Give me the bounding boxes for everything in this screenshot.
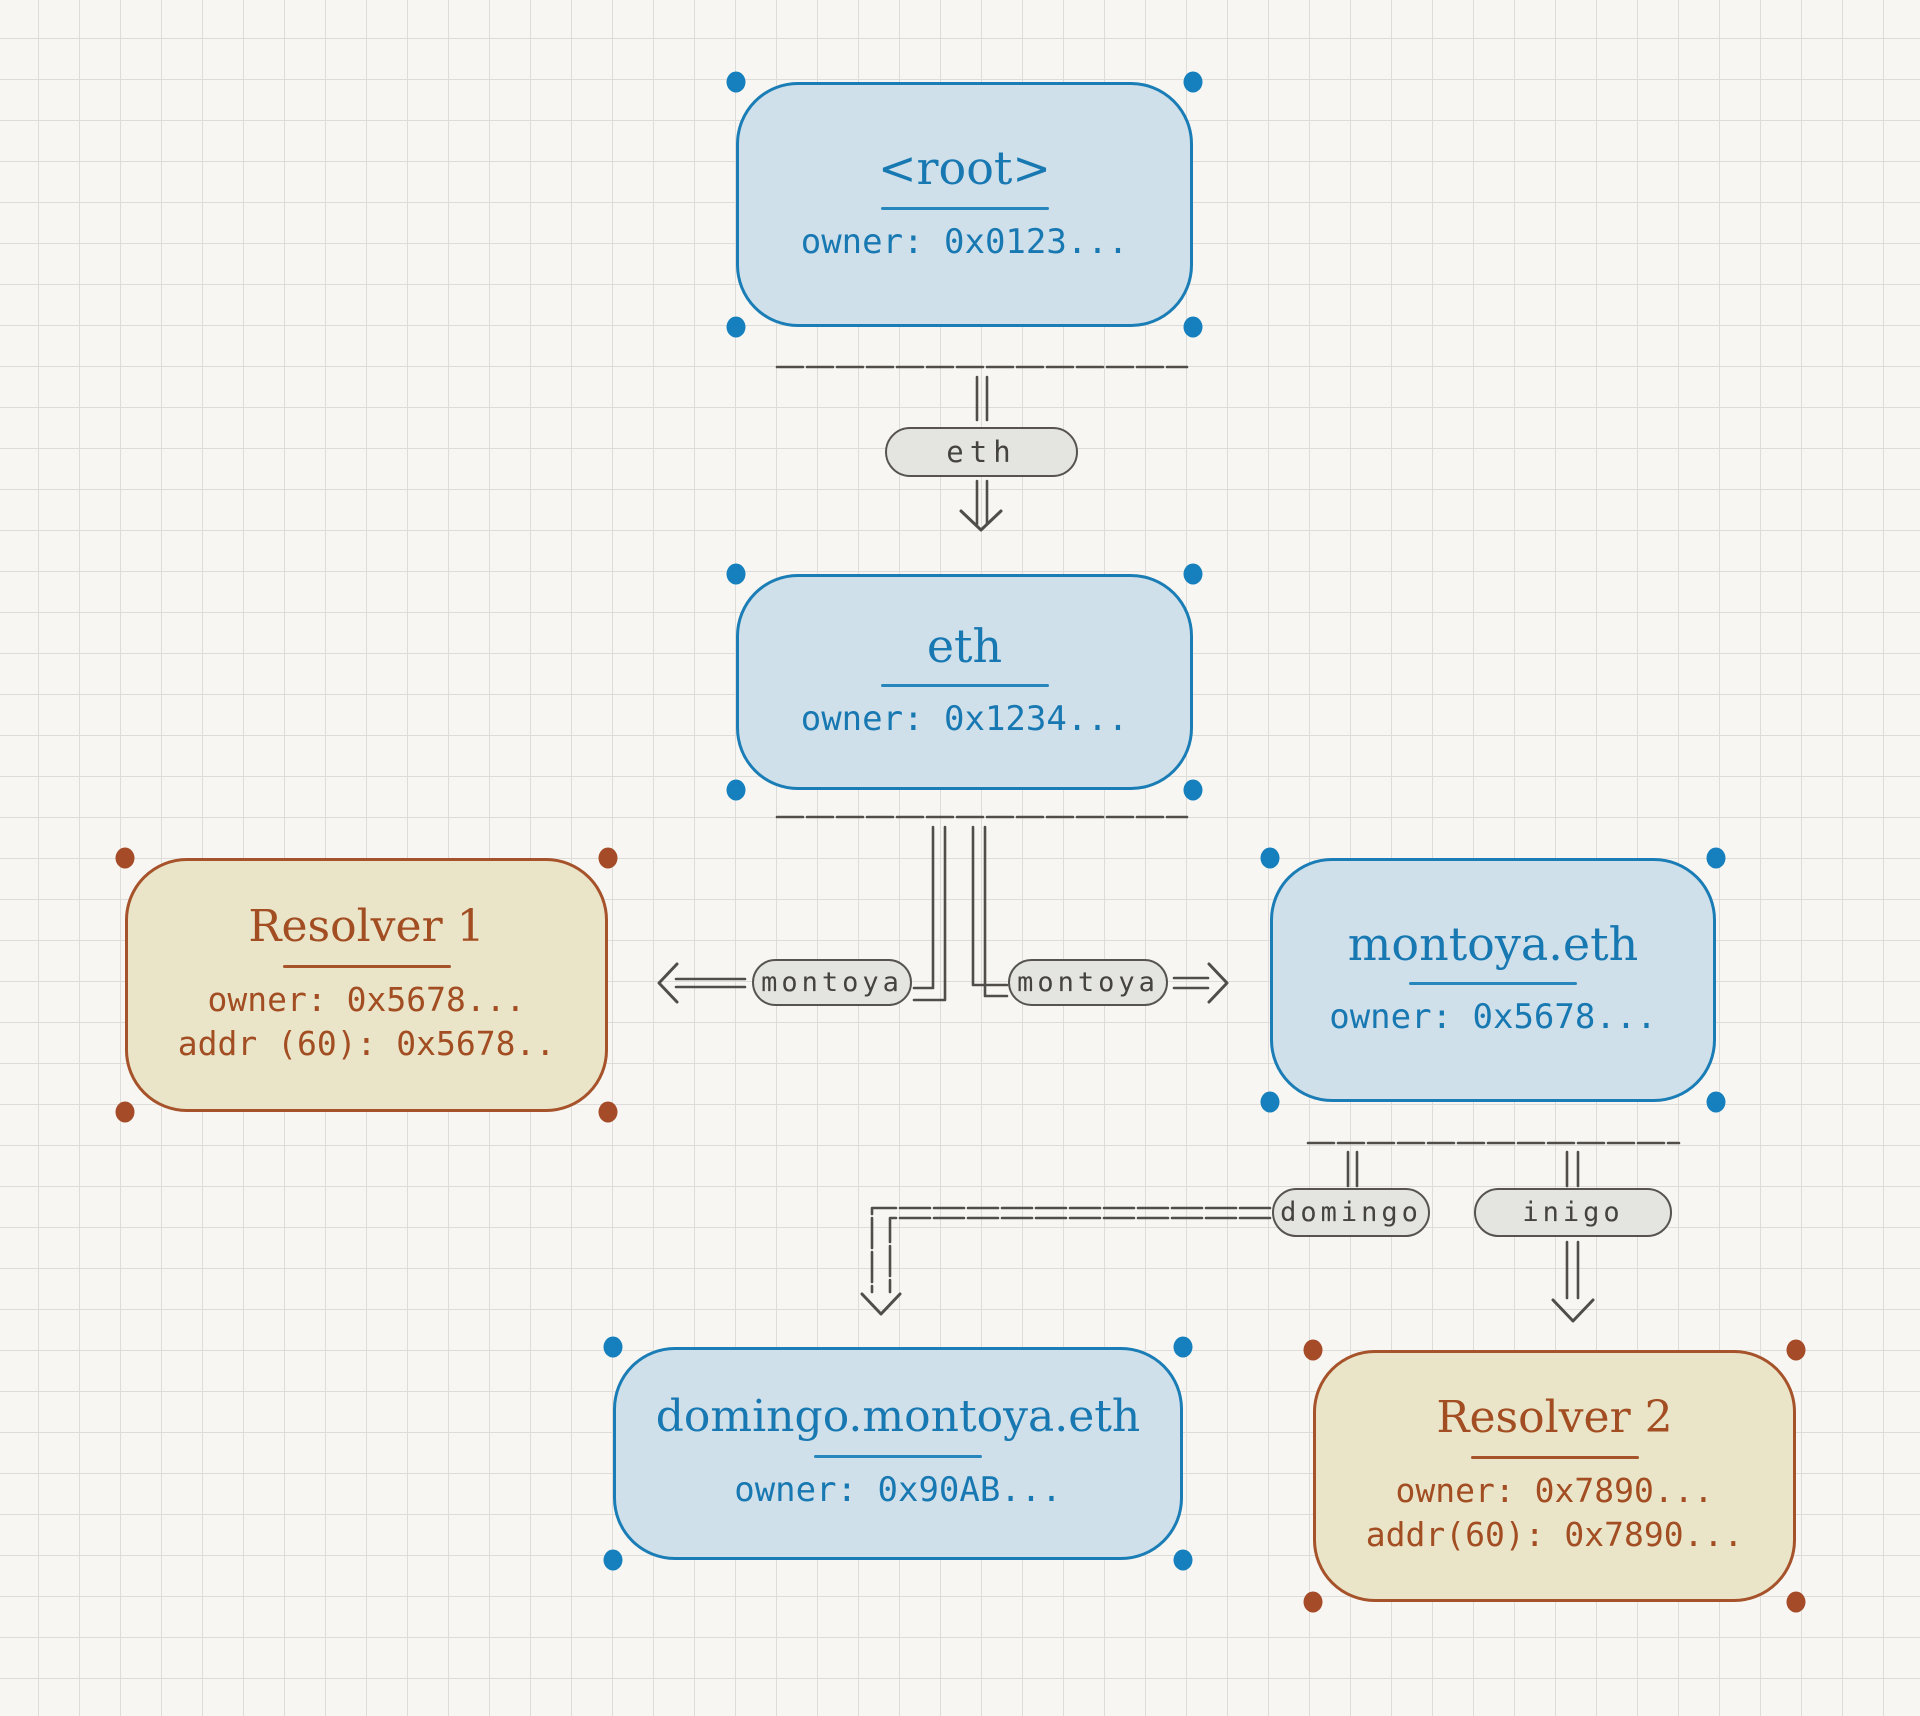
selection-handle-montoya-br[interactable] bbox=[1706, 1091, 1726, 1113]
selection-handle-root-tl[interactable] bbox=[726, 71, 746, 93]
selection-handle-montoya-tl[interactable] bbox=[1260, 847, 1280, 869]
arrowhead-down-icon bbox=[860, 1292, 902, 1316]
selection-handle-resolver1-tl[interactable] bbox=[115, 847, 135, 869]
node-resolver1-title: Resolver 1 bbox=[248, 901, 485, 953]
selection-handle-resolver2-bl[interactable] bbox=[1303, 1591, 1323, 1613]
selection-handle-eth-bl[interactable] bbox=[726, 779, 746, 801]
edge-root-to-eth[interactable] bbox=[775, 365, 1189, 532]
selection-handle-montoya-bl[interactable] bbox=[1260, 1091, 1280, 1113]
node-eth-title: eth bbox=[926, 618, 1003, 673]
selection-handle-root-br[interactable] bbox=[1183, 316, 1203, 338]
edge-label-domingo[interactable]: domingo bbox=[1272, 1188, 1430, 1237]
edge-label-eth[interactable]: eth bbox=[885, 427, 1078, 477]
selection-handle-domingo-tr[interactable] bbox=[1173, 1336, 1193, 1358]
selection-handle-resolver2-br[interactable] bbox=[1786, 1591, 1806, 1613]
node-eth[interactable]: eth owner: 0x1234... bbox=[736, 574, 1193, 790]
selection-handle-domingo-br[interactable] bbox=[1173, 1549, 1193, 1571]
node-resolver2-divider bbox=[1470, 1455, 1639, 1459]
node-domingo-montoya-eth-divider bbox=[814, 1454, 982, 1458]
edge-label-inigo[interactable]: inigo bbox=[1474, 1188, 1672, 1237]
selection-handle-eth-br[interactable] bbox=[1183, 779, 1203, 801]
node-eth-divider bbox=[880, 684, 1049, 688]
selection-handle-eth-tr[interactable] bbox=[1183, 563, 1203, 585]
selection-handle-resolver2-tr[interactable] bbox=[1786, 1339, 1806, 1361]
node-montoya-eth-owner: owner: 0x5678... bbox=[1329, 997, 1657, 1038]
selection-handle-eth-tl[interactable] bbox=[726, 563, 746, 585]
arrowhead-left-icon bbox=[657, 962, 679, 1004]
arrowhead-right-icon bbox=[1207, 962, 1229, 1004]
node-domingo-montoya-eth[interactable]: domingo.montoya.eth owner: 0x90AB... bbox=[613, 1347, 1183, 1560]
node-resolver2-owner: owner: 0x7890... bbox=[1395, 1470, 1714, 1510]
selection-handle-resolver1-br[interactable] bbox=[598, 1101, 618, 1123]
selection-handle-root-bl[interactable] bbox=[726, 316, 746, 338]
node-montoya-eth-divider bbox=[1409, 982, 1577, 986]
node-domingo-montoya-eth-owner: owner: 0x90AB... bbox=[734, 1469, 1062, 1510]
edge-eth-to-montoya[interactable] bbox=[971, 825, 1229, 1004]
node-montoya-eth[interactable]: montoya.eth owner: 0x5678... bbox=[1270, 858, 1716, 1102]
node-root-owner: owner: 0x0123... bbox=[800, 221, 1129, 262]
node-domingo-montoya-eth-title: domingo.montoya.eth bbox=[655, 1391, 1141, 1443]
selection-handle-domingo-tl[interactable] bbox=[603, 1336, 623, 1358]
selection-handle-resolver2-tl[interactable] bbox=[1303, 1339, 1323, 1361]
edge-label-montoya-right[interactable]: montoya bbox=[1008, 959, 1168, 1006]
node-eth-owner: owner: 0x1234... bbox=[800, 699, 1129, 740]
node-resolver1-addr: addr (60): 0x5678.. bbox=[177, 1024, 556, 1064]
selection-handle-resolver1-tr[interactable] bbox=[598, 847, 618, 869]
node-montoya-eth-title: montoya.eth bbox=[1347, 916, 1639, 971]
selection-handle-montoya-tr[interactable] bbox=[1706, 847, 1726, 869]
edge-label-montoya-left[interactable]: montoya bbox=[752, 959, 912, 1006]
node-resolver2[interactable]: Resolver 2 owner: 0x7890... addr(60): 0x… bbox=[1313, 1350, 1796, 1602]
arrowhead-down-icon bbox=[959, 509, 1003, 532]
selection-handle-resolver1-bl[interactable] bbox=[115, 1101, 135, 1123]
node-root-divider bbox=[880, 206, 1049, 210]
arrowhead-down-icon bbox=[1551, 1298, 1595, 1323]
node-resolver1-divider bbox=[282, 964, 451, 968]
edge-montoya-to-domingo[interactable] bbox=[860, 1150, 1359, 1316]
node-resolver2-title: Resolver 2 bbox=[1436, 1392, 1673, 1444]
edge-montoya-to-resolver2[interactable] bbox=[1551, 1150, 1595, 1323]
node-root[interactable]: <root> owner: 0x0123... bbox=[736, 82, 1193, 327]
node-root-title: <root> bbox=[878, 141, 1051, 196]
node-resolver1-owner: owner: 0x5678... bbox=[207, 979, 526, 1019]
selection-handle-root-tr[interactable] bbox=[1183, 71, 1203, 93]
selection-handle-domingo-bl[interactable] bbox=[603, 1549, 623, 1571]
edge-eth-to-resolver1[interactable] bbox=[657, 825, 947, 1004]
node-resolver1[interactable]: Resolver 1 owner: 0x5678... addr (60): 0… bbox=[125, 858, 608, 1112]
node-resolver2-addr: addr(60): 0x7890... bbox=[1365, 1515, 1744, 1555]
